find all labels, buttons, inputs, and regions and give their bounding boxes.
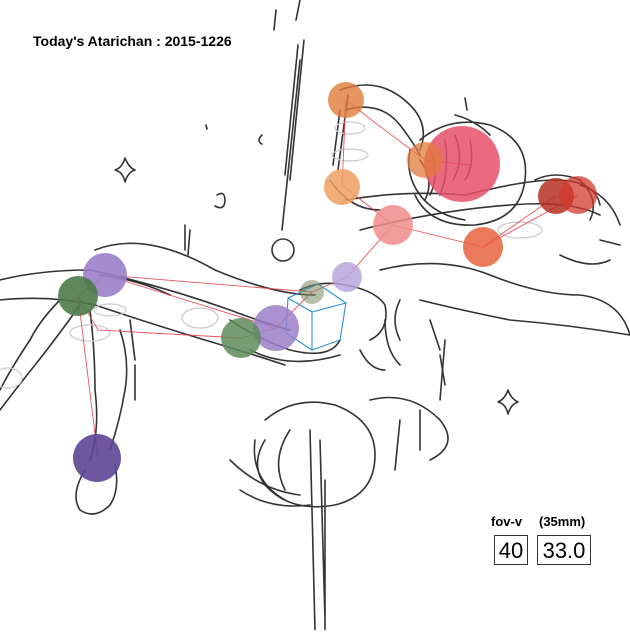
page-title: Today's Atarichan : 2015-1226: [33, 33, 232, 49]
joint-handle-shoulder[interactable]: [463, 227, 503, 267]
joint-handle-head[interactable]: [424, 126, 500, 202]
fov-label: fov-v: [491, 514, 523, 529]
joint-handle-ankle-green[interactable]: [58, 276, 98, 316]
joint-handle-neck[interactable]: [407, 142, 443, 178]
fov-value-box[interactable]: 40: [494, 535, 528, 565]
joint-handles: [58, 82, 597, 482]
joint-handle-hand-raised[interactable]: [328, 82, 364, 118]
joint-handle-waist[interactable]: [332, 262, 362, 292]
joint-handle-hip[interactable]: [300, 280, 324, 304]
guide-ellipses: [0, 121, 543, 389]
lens-value-box[interactable]: 33.0: [537, 535, 591, 565]
joint-handle-foot[interactable]: [73, 434, 121, 482]
joint-handle-knee-green[interactable]: [221, 318, 261, 358]
lens-label: (35mm): [539, 514, 586, 529]
joint-handle-chest[interactable]: [373, 205, 413, 245]
joint-handle-elbow-raised[interactable]: [324, 169, 360, 205]
joint-handle-hand-right-b[interactable]: [559, 176, 597, 214]
joint-handle-thigh[interactable]: [253, 305, 299, 351]
